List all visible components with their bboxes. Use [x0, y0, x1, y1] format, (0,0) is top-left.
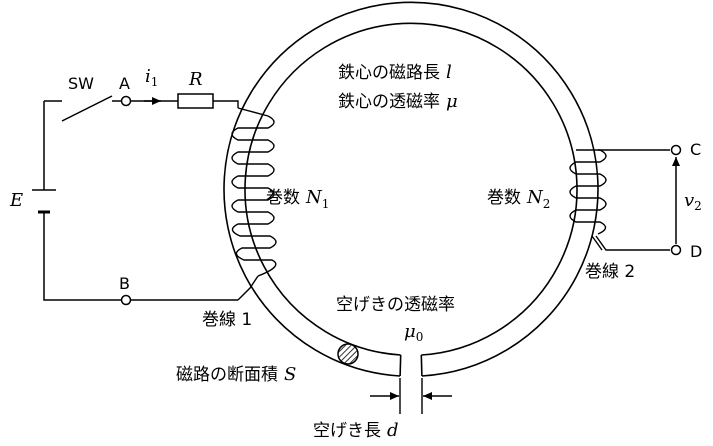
resistor-label: R [188, 69, 203, 90]
terminal-a-label: A [119, 74, 130, 93]
primary-circuit [32, 93, 680, 301]
mu0-label: μ0 [404, 321, 423, 344]
terminal-a [120, 95, 132, 107]
current-i1-label: i1 [145, 66, 158, 89]
terminal-c [670, 144, 682, 156]
terminal-d [670, 244, 682, 256]
terminal-d-label: D [690, 242, 702, 261]
terminal-b [120, 294, 132, 306]
winding-2-label: 巻線 2 [585, 262, 635, 282]
winding-1-label: 巻線 1 [202, 310, 252, 330]
gap-permeability-label: 空げきの透磁率 [336, 295, 455, 315]
winding-1-coil [213, 100, 277, 301]
winding-2-coil [569, 149, 670, 251]
switch-label: SW [68, 74, 94, 93]
terminal-b-label: B [119, 274, 130, 293]
emf-label: E [9, 190, 23, 211]
cross-section-marker [337, 343, 359, 365]
air-gap-dimension [370, 378, 452, 414]
terminal-c-label: C [690, 140, 701, 159]
voltage-v2-label: v2 [684, 190, 702, 213]
